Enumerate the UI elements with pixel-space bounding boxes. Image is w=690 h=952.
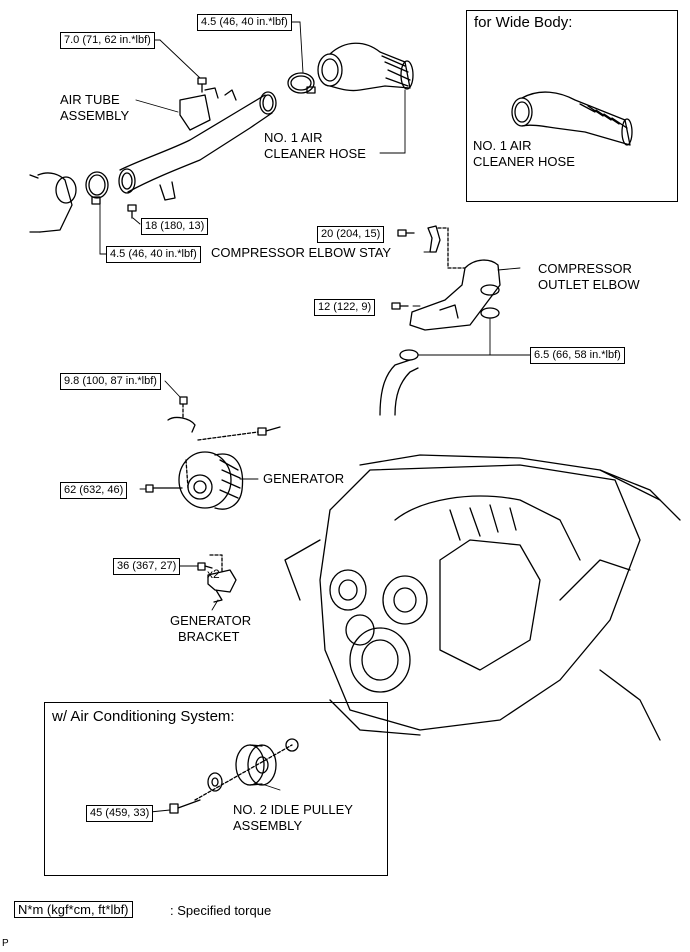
generator-unit: [178, 451, 244, 510]
leader-dashed-pulley: [194, 744, 293, 801]
hose-clamp-left: [85, 171, 109, 205]
legend-torque-text: : Specified torque: [170, 903, 272, 918]
idle-pulley-label-line2: ASSEMBLY: [233, 818, 303, 833]
torque-gen-nut: 9.8 (100, 87 in.*lbf): [60, 373, 161, 390]
compressor-elbow-stay-label: COMPRESSOR ELBOW STAY: [211, 245, 392, 260]
air-tube-label-line2: ASSEMBLY: [60, 108, 130, 123]
gen-bracket-label-line2: BRACKET: [178, 629, 240, 644]
torque-elbow-stay: 20 (204, 15): [317, 226, 385, 243]
wide-hose-label-line1: NO. 1 AIR: [473, 138, 532, 153]
ac-box: [44, 702, 388, 876]
figure-code: P: [2, 938, 9, 949]
idle-pulley-spacer: [207, 772, 223, 792]
torque-idle-pulley: 45 (459, 33): [86, 805, 154, 822]
ac-title: w/ Air Conditioning System:: [52, 708, 235, 725]
bolt-generator: [145, 484, 183, 493]
compressor-outlet-elbow: [409, 259, 501, 331]
torque-air-tube-lower: 18 (180, 13): [141, 218, 209, 235]
wide-body-air-cleaner-hose: [511, 91, 633, 146]
no1-air-cleaner-hose-label: NO. 1 AIR CLEANER HOSE: [264, 130, 366, 162]
bolt-idle-pulley: [169, 799, 201, 814]
torque-air-tube-bolt: 7.0 (71, 62 in.*lbf): [60, 32, 155, 49]
generator-label: GENERATOR: [263, 471, 345, 486]
outlet-elbow-clamps: [399, 307, 500, 361]
bolt-elbow-stay: [397, 229, 415, 237]
air-tube-label-line1: AIR TUBE: [60, 92, 120, 107]
torque-outlet-clamp: 6.5 (66, 58 in.*lbf): [530, 347, 625, 364]
leader-dashed-stay: [437, 227, 466, 269]
air-tube-assembly-label: AIR TUBE ASSEMBLY: [60, 92, 129, 124]
hose-label-line2: CLEANER HOSE: [264, 146, 366, 161]
left-hose-stub: [29, 172, 77, 233]
generator-bracket: [207, 569, 237, 603]
bolt-gen-bracket: [197, 562, 213, 571]
bolt-outlet-elbow: [391, 302, 409, 310]
generator-bracket-label: GENERATOR BRACKET: [170, 613, 251, 645]
bolt-air-tube: [197, 77, 207, 93]
torque-gen-bolt: 62 (632, 46): [60, 482, 128, 499]
nut-generator: [179, 396, 188, 405]
no1-air-cleaner-hose: [317, 42, 414, 92]
wide-body-title: for Wide Body:: [474, 14, 573, 31]
x2-label: x2: [207, 567, 220, 581]
gen-bracket-label-line1: GENERATOR: [170, 613, 252, 628]
bolt-air-tube-lower: [127, 204, 137, 219]
torque-gen-bracket: 36 (367, 27): [113, 558, 181, 575]
idle-pulley-cap: [285, 738, 299, 752]
leader-dashed-generator: [182, 403, 259, 489]
engine-assembly: [284, 454, 681, 741]
hose-label-line1: NO. 1 AIR: [264, 130, 323, 145]
torque-hose-clamp-top: 4.5 (46, 40 in.*lbf): [197, 14, 292, 31]
outlet-elbow-label-line1: COMPRESSOR: [538, 261, 632, 276]
hose-clamp-top: [287, 72, 316, 94]
idle-pulley-label-line1: NO. 2 IDLE PULLEY: [233, 802, 353, 817]
compressor-elbow-stay: [427, 225, 441, 253]
wide-hose-label-line2: CLEANER HOSE: [473, 154, 575, 169]
legend-torque-key: N*m (kgf*cm, ft*lbf): [14, 901, 133, 918]
compressor-outlet-elbow-label: COMPRESSOR OUTLET ELBOW: [538, 261, 640, 293]
torque-outlet-elbow-bolt: 12 (122, 9): [314, 299, 376, 316]
no2-idle-pulley: [235, 744, 277, 786]
torque-clamp-left: 4.5 (46, 40 in.*lbf): [106, 246, 201, 263]
intake-pipe-lower: [379, 359, 419, 416]
outlet-elbow-label-line2: OUTLET ELBOW: [538, 277, 640, 292]
no2-idle-pulley-label: NO. 2 IDLE PULLEY ASSEMBLY: [233, 802, 353, 834]
air-tube-assembly: [118, 87, 277, 201]
leader-dashed-bracket: [209, 554, 223, 573]
generator-wiring: [167, 416, 281, 436]
wide-no1-air-cleaner-hose-label: NO. 1 AIR CLEANER HOSE: [473, 138, 575, 170]
wide-body-box: [466, 10, 678, 202]
